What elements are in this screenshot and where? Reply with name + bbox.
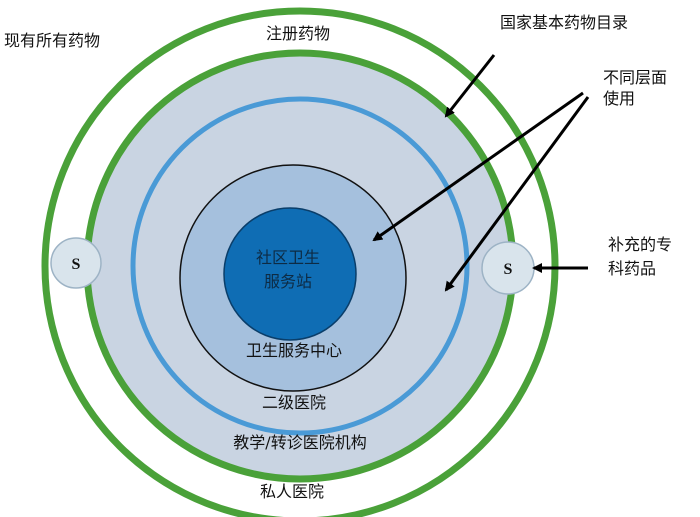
label-secondary-hospital: 二级医院 [262,393,326,412]
label-different-levels: 不同层面 [603,68,667,87]
s-bubble-left: S [50,237,102,289]
label-health-center: 卫生服务中心 [246,341,342,360]
label-essential-drug-list: 国家基本药物目录 [500,13,628,32]
label-registered-drugs: 注册药物 [266,24,330,43]
label-private-hospital: 私人医院 [260,482,324,501]
arrow-levels-inner [372,91,584,242]
label-supplement-line1: 补充的专 [608,235,672,254]
label-all-drugs: 现有所有药物 [4,31,100,50]
label-usage: 使用 [603,89,635,108]
label-community-line2: 服务站 [264,272,312,291]
outer-green-ring [41,7,559,517]
s-right-label: S [504,261,513,278]
community-station-circle [223,207,357,341]
s-bubble-right: S [481,241,535,295]
arrow-levels-outer [444,96,590,292]
label-teaching-hospital: 教学/转诊医院机构 [233,433,366,452]
label-community-line1: 社区卫生 [256,248,320,267]
arrow-essential-list [444,54,496,118]
s-left-label: S [72,256,81,273]
label-supplement-line2: 科药品 [608,259,656,278]
